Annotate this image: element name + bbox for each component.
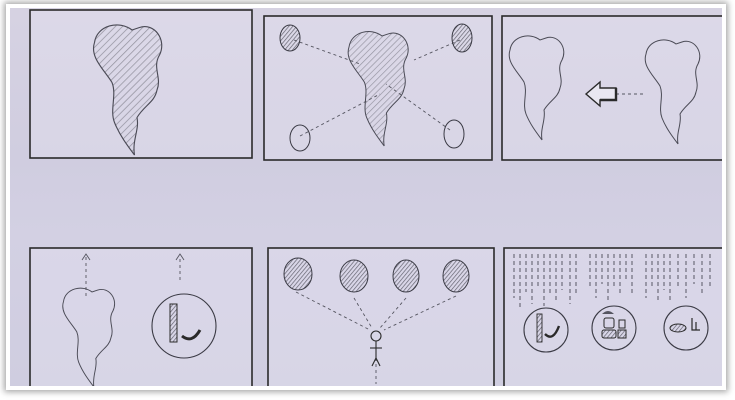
panel-frame xyxy=(30,248,252,386)
panel-country-map xyxy=(30,10,252,158)
hatched-point xyxy=(452,24,472,52)
choice-circle xyxy=(340,260,368,292)
storyboard-drawing xyxy=(10,8,722,386)
choice-circle xyxy=(443,260,469,292)
choice-circle xyxy=(284,258,312,290)
choice-circle xyxy=(393,260,419,292)
hatched-point xyxy=(280,25,300,51)
panel-map-arrow-move xyxy=(502,16,722,160)
panel-map-to-hand-pump xyxy=(30,248,252,386)
panel-person-choices xyxy=(268,248,494,386)
sketch-paper xyxy=(10,8,722,386)
panel-map-with-points xyxy=(264,16,492,160)
panel-rain-resources xyxy=(504,248,722,386)
